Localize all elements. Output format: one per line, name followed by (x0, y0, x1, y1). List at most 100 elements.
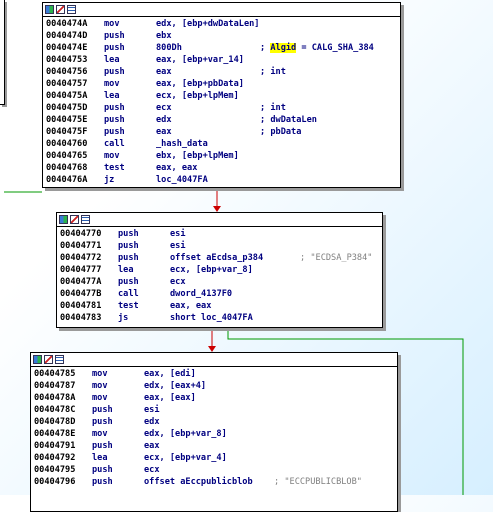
instruction-operand: ecx (170, 277, 186, 287)
instruction-mnemonic: lea (92, 453, 108, 463)
instruction-operand: offset aEccpublicblob (144, 477, 253, 487)
instruction-mnemonic: push (118, 277, 139, 287)
instruction-address: 0040475E (46, 115, 88, 125)
instruction-line[interactable]: 00404781 test eax, eax (60, 300, 379, 312)
instruction-address: 00404771 (60, 241, 102, 251)
instruction-mnemonic: push (104, 115, 125, 125)
instruction-operand: 800Dh (156, 43, 182, 53)
instruction-mnemonic: push (92, 417, 113, 427)
instruction-operand: eax, eax (170, 301, 212, 311)
instruction-operand: eax, eax (156, 163, 198, 173)
instruction-address: 00404781 (60, 301, 102, 311)
instruction-address: 0040477B (60, 289, 102, 299)
instruction-mnemonic: push (92, 465, 113, 475)
edit-icon[interactable] (70, 215, 79, 224)
instruction-mnemonic: jz (104, 175, 115, 185)
edit-icon[interactable] (44, 355, 53, 364)
instruction-address: 00404757 (46, 79, 88, 89)
instruction-operand: ecx (156, 103, 172, 113)
instruction-comment: ; "ECDSA_P384" (300, 253, 373, 263)
instruction-address: 00404791 (34, 441, 76, 451)
instruction-operand: eax, [eax] (144, 393, 196, 403)
instruction-mnemonic: push (118, 229, 139, 239)
instruction-mnemonic: push (118, 241, 139, 251)
instruction-mnemonic: push (104, 67, 125, 77)
instruction-operand: edx, [ebp+dwDataLen] (156, 19, 260, 29)
instruction-mnemonic: mov (104, 79, 120, 89)
instruction-operand: _hash_data (156, 139, 208, 149)
graph-icon[interactable] (33, 355, 42, 364)
instruction-operand: ecx, [ebp+var_4] (144, 453, 227, 463)
instruction-mnemonic: mov (92, 381, 108, 391)
edit-icon[interactable] (56, 5, 65, 14)
instruction-operand: esi (144, 405, 160, 415)
instruction-mnemonic: push (104, 43, 125, 53)
instruction-address: 0040474A (46, 19, 88, 29)
block-header (43, 3, 400, 17)
instruction-line[interactable]: 0040477A push ecx (60, 276, 379, 288)
instruction-operand: eax (156, 127, 172, 137)
xref-icon[interactable] (67, 5, 76, 14)
instruction-address: 00404756 (46, 67, 88, 77)
highlighted-token: Algid (270, 43, 297, 53)
graph-icon[interactable] (45, 5, 54, 14)
instruction-mnemonic: call (104, 139, 125, 149)
instruction-operand: esi (170, 229, 186, 239)
instruction-operand: ebx, [ebp+lpMem] (156, 151, 239, 161)
instruction-address: 00404777 (60, 265, 102, 275)
instruction-mnemonic: lea (118, 265, 134, 275)
instruction-mnemonic: js (118, 313, 129, 323)
instruction-address: 0040477A (60, 277, 102, 287)
instruction-operand: edx, [eax+4] (144, 381, 207, 391)
instruction-mnemonic: push (104, 127, 125, 137)
xref-icon[interactable] (81, 215, 90, 224)
instruction-comment: ; dwDataLen (260, 115, 317, 125)
instruction-address: 00404753 (46, 55, 88, 65)
instruction-mnemonic: mov (92, 393, 108, 403)
instruction-mnemonic: test (118, 301, 139, 311)
instruction-address: 0040478D (34, 417, 76, 427)
block-header (57, 213, 382, 227)
instruction-address: 00404765 (46, 151, 88, 161)
graph-icon[interactable] (59, 215, 68, 224)
instruction-mnemonic: mov (92, 429, 108, 439)
instruction-comment: ; "ECCPUBLICBLOB" (274, 477, 362, 487)
instruction-comment: ; int (260, 67, 286, 77)
xref-icon[interactable] (55, 355, 64, 364)
